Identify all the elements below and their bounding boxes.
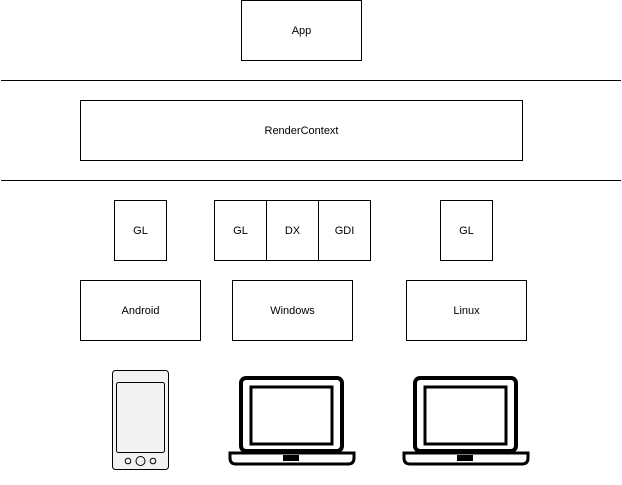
android-gl-label: GL <box>133 224 148 237</box>
app-label: App <box>291 24 312 37</box>
windows-dx-box: DX <box>266 200 319 261</box>
divider-render-backends <box>1 180 621 181</box>
app-box: App <box>241 0 362 61</box>
windows-platform-label: Windows <box>270 304 315 317</box>
windows-gl-label: GL <box>233 224 248 237</box>
render-context-label: RenderContext <box>264 124 339 137</box>
windows-gl-box: GL <box>214 200 267 261</box>
android-platform-box: Android <box>80 280 201 341</box>
linux-gl-label: GL <box>459 224 474 237</box>
android-platform-label: Android <box>121 304 160 317</box>
phone-icon <box>112 370 169 470</box>
linux-gl-box: GL <box>440 200 493 261</box>
windows-gdi-label: GDI <box>334 224 355 237</box>
android-gl-box: GL <box>114 200 167 261</box>
divider-app-render <box>1 80 621 81</box>
linux-laptop-icon <box>402 376 530 466</box>
windows-laptop-icon <box>228 376 356 466</box>
windows-dx-label: DX <box>284 224 301 237</box>
linux-platform-label: Linux <box>453 304 480 317</box>
render-context-box: RenderContext <box>80 100 523 161</box>
windows-platform-box: Windows <box>232 280 353 341</box>
windows-gdi-box: GDI <box>318 200 371 261</box>
linux-platform-box: Linux <box>406 280 527 341</box>
